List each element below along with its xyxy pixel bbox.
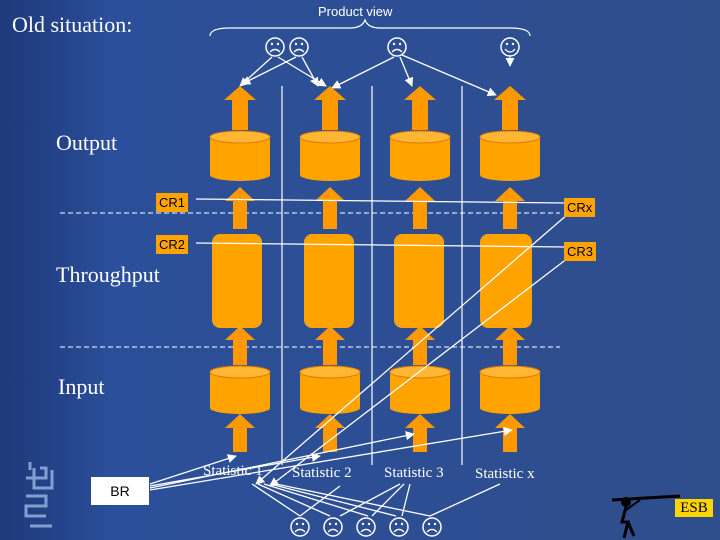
input-database	[299, 365, 361, 414]
product-view-connectors	[239, 54, 515, 96]
sad-face-icon	[289, 37, 309, 57]
input-database	[389, 365, 451, 414]
happy-face-icon	[500, 37, 520, 57]
throughput-to-output-arrows	[225, 187, 525, 229]
output-database	[479, 130, 541, 181]
br-box: BR	[91, 477, 149, 505]
sad-face-icon	[356, 517, 376, 537]
sad-face-icon	[323, 517, 343, 537]
sad-face-icon	[290, 517, 310, 537]
throughput-process	[394, 234, 444, 328]
cr1-label: CR1	[156, 193, 189, 212]
output-database	[389, 130, 451, 181]
cr2-label: CR2	[156, 235, 189, 254]
cr-connectors	[195, 198, 569, 487]
input-layer-label: Input	[58, 374, 105, 399]
output-layer-label: Output	[56, 130, 118, 155]
output-database	[299, 130, 361, 181]
esb-label: ESB	[675, 499, 713, 517]
throughput-process	[212, 234, 262, 328]
page-title: Old situation:	[12, 12, 133, 37]
statistics-connectors	[251, 483, 501, 517]
sad-face-icon	[265, 37, 285, 57]
sad-face-icon	[387, 37, 407, 57]
throughput-layer-label: Throughput	[56, 262, 160, 287]
sad-face-icon	[422, 517, 442, 537]
input-database	[479, 365, 541, 414]
throughput-process	[480, 234, 532, 328]
product-view-brace	[209, 18, 531, 37]
input-database	[209, 365, 271, 414]
cbs-logo	[24, 462, 54, 528]
input-arrows-bottom	[225, 414, 525, 452]
throughput-process	[304, 234, 354, 328]
output-database	[209, 130, 271, 181]
crx-label: CRx	[564, 198, 596, 217]
statistic-label: Statistic 2	[292, 465, 352, 481]
statistic-label: Statistic 1	[203, 463, 263, 479]
telescope-figure-icon	[611, 494, 681, 539]
product-view-label: Product view	[318, 4, 393, 19]
input-to-throughput-arrows	[225, 326, 525, 365]
statistic-label: Statistic 3	[384, 465, 444, 481]
statistic-label: Statistic x	[475, 466, 535, 482]
cr3-label: CR3	[564, 242, 597, 261]
output-arrows-top	[224, 86, 526, 130]
sad-face-icon	[389, 517, 409, 537]
